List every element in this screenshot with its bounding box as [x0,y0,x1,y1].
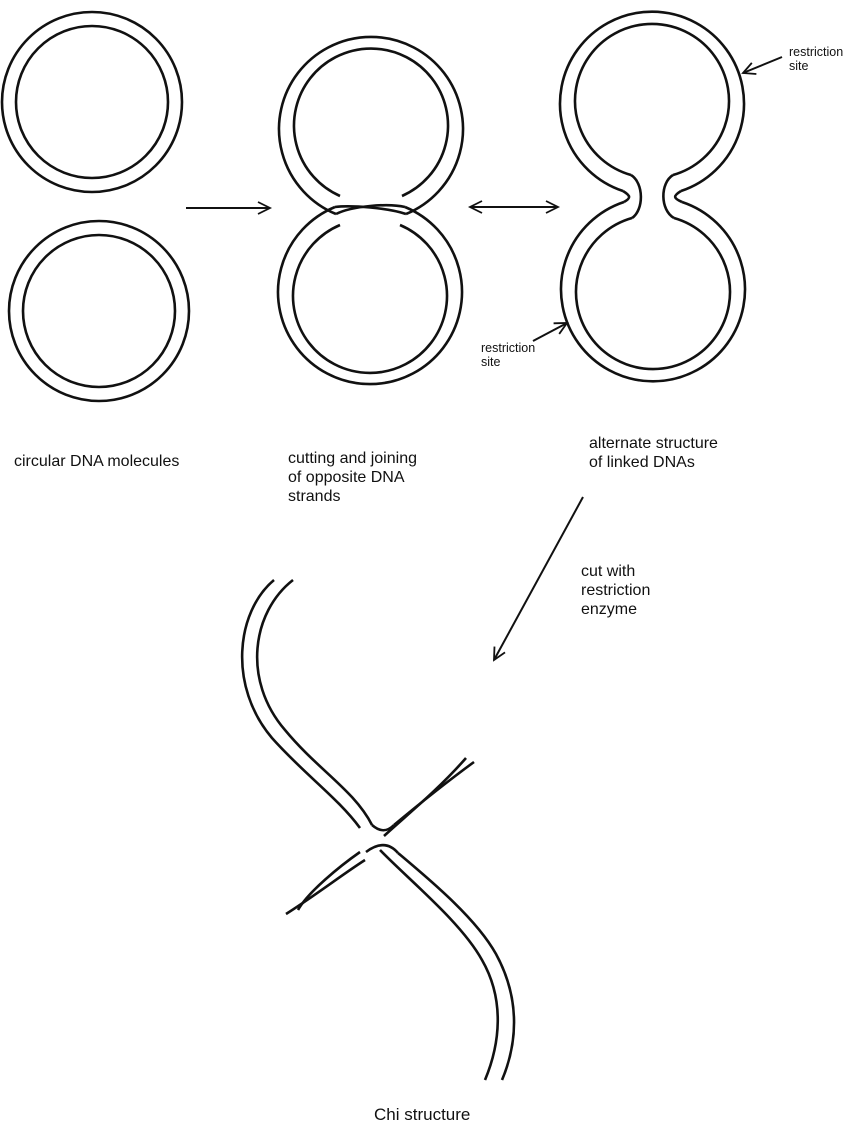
label-circular-dna: circular DNA molecules [14,452,179,471]
circular-dna-bottom [9,221,189,401]
cut-arrow [494,497,583,660]
linked-dna-alternate [560,12,745,382]
restriction-site-bottom-pointer [533,323,567,341]
chi-structure [242,580,514,1080]
label-restriction-site-top: restriction site [789,45,843,74]
label-chi-structure: Chi structure [374,1105,470,1125]
restriction-site-top-pointer [743,57,782,73]
label-cutting-joining: cutting and joining of opposite DNA stra… [288,449,417,507]
label-alternate-structure: alternate structure of linked DNAs [589,434,718,472]
crossed-dna-molecules [278,37,463,384]
label-restriction-site-bottom: restriction site [481,341,535,370]
circular-dna-top [2,12,182,192]
label-cut-with-enzyme: cut with restriction enzyme [581,562,650,620]
